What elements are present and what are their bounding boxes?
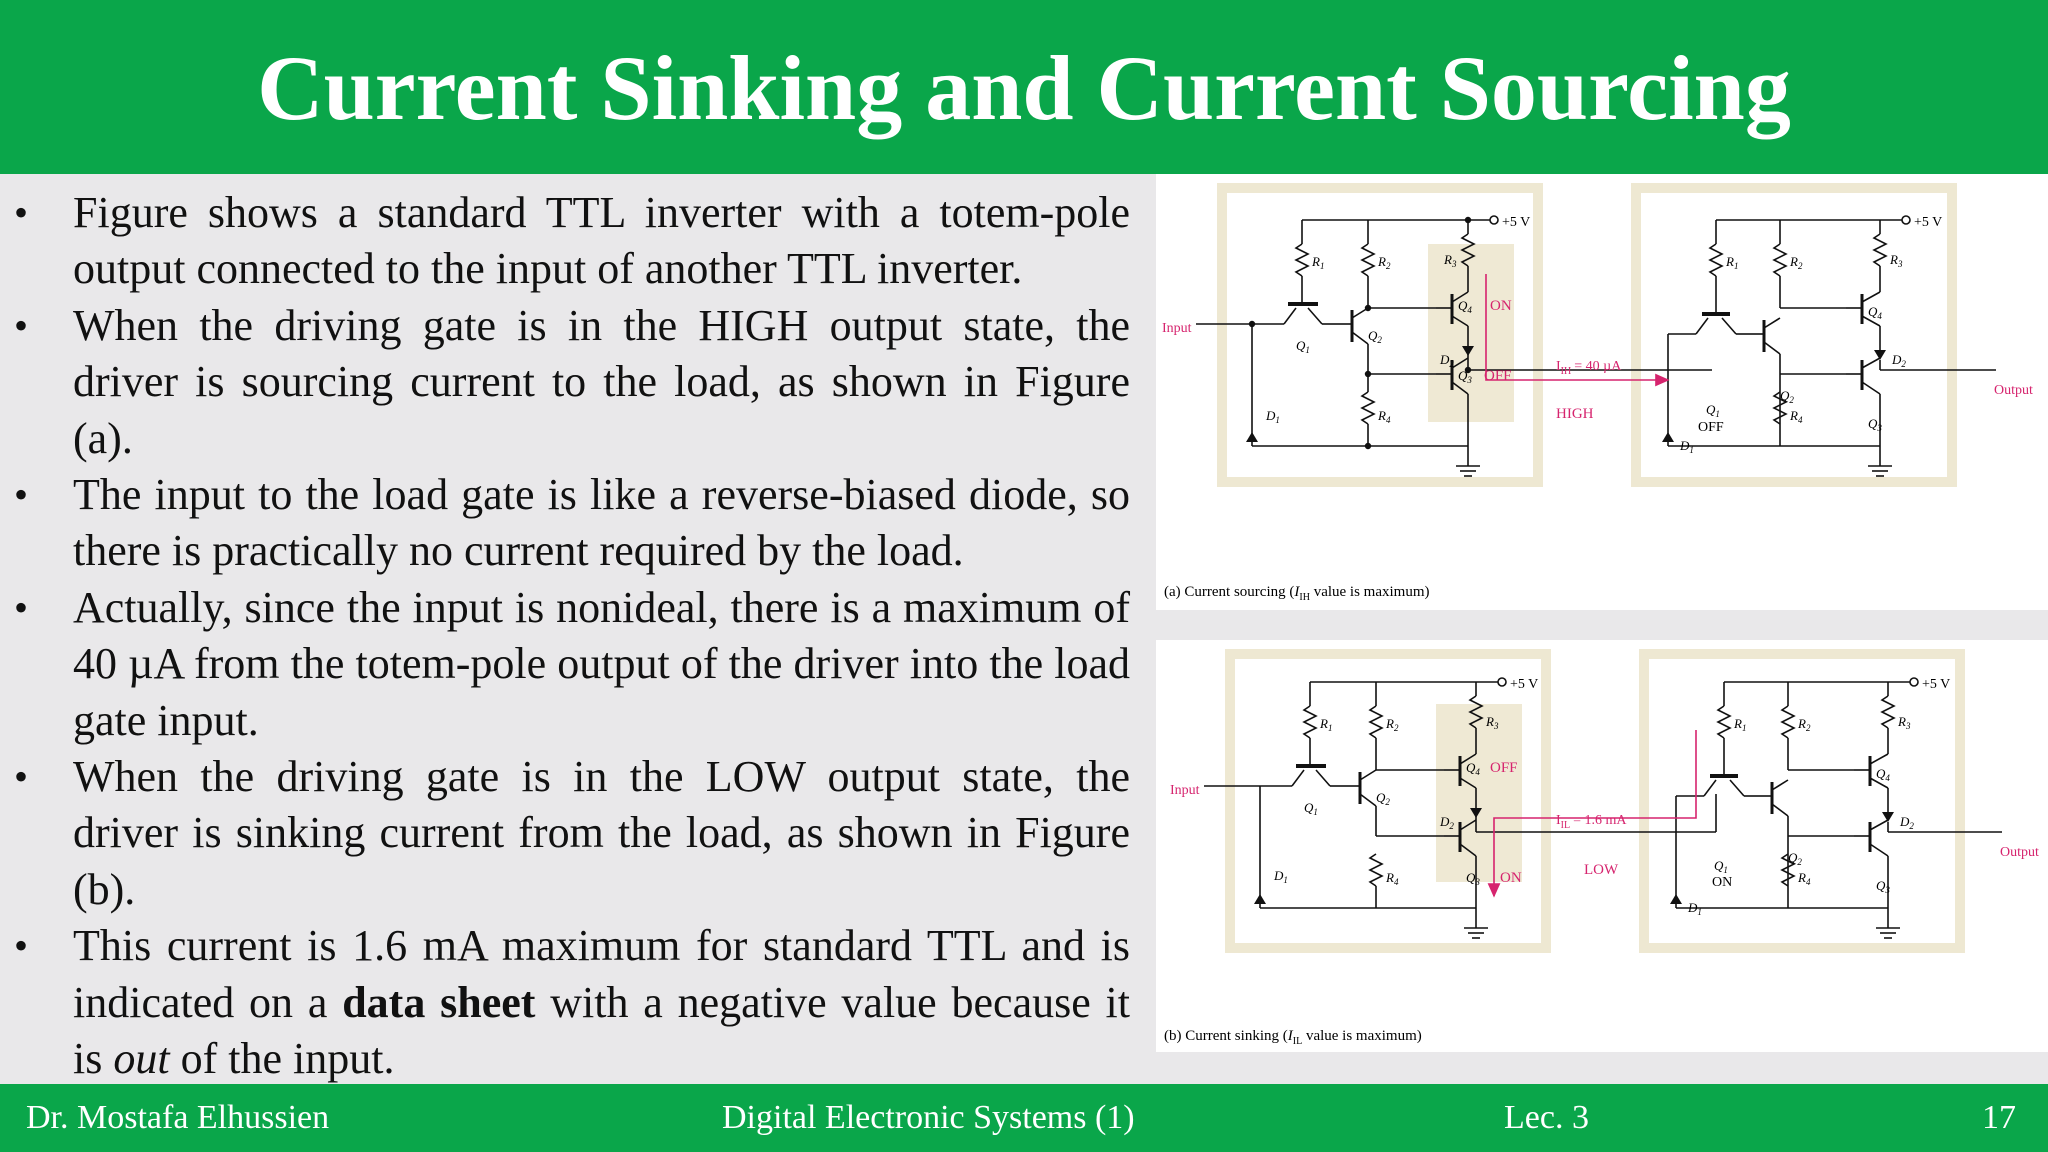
emphasis-italic: out xyxy=(113,1034,170,1084)
current-path-arrow xyxy=(1485,274,1670,387)
load-q1-state: ON xyxy=(1712,875,1732,890)
footer-lecture: Lec. 3 xyxy=(1504,1099,1589,1136)
bullet-item: •When the driving gate is in the HIGH ou… xyxy=(0,298,1130,467)
footer-author: Dr. Mostafa Elhussien xyxy=(26,1099,330,1136)
line-state: HIGH xyxy=(1556,406,1594,422)
q1-label: Q1 xyxy=(1304,800,1318,817)
bullet-dot-icon: • xyxy=(14,584,29,630)
q4-state: OFF xyxy=(1490,760,1518,776)
footer-page-number: 17 xyxy=(1982,1099,2016,1136)
footer-course: Digital Electronic Systems (1) xyxy=(722,1099,1135,1136)
r2-label: R2 xyxy=(1385,716,1399,733)
figure-a-panel: +5 V +5 V Input Output ON OFF HIGH OFF I… xyxy=(1156,174,2048,610)
q1-label: Q1 xyxy=(1714,858,1728,875)
bullet-item: •This current is 1.6 mA maximum for stan… xyxy=(0,918,1130,1087)
q4-state: ON xyxy=(1490,298,1512,314)
r1-label: R1 xyxy=(1319,716,1332,733)
q2-label: Q2 xyxy=(1376,790,1390,807)
r3-label: R3 xyxy=(1897,714,1911,731)
supply-label: +5 V xyxy=(1502,215,1530,230)
bullet-item: •The input to the load gate is like a re… xyxy=(0,467,1130,580)
q3-label: Q3 xyxy=(1466,870,1480,887)
bullet-dot-icon: • xyxy=(14,923,29,969)
r3-label: R3 xyxy=(1889,252,1903,269)
supply-label: +5 V xyxy=(1914,215,1942,230)
figure-b-schematic: +5 V +5 V Input Output OFF ON LOW ON IIL… xyxy=(1164,649,2039,1047)
d1-label: D1 xyxy=(1687,900,1702,917)
q2-label: Q2 xyxy=(1788,850,1802,867)
figure-a-caption: (a) Current sourcing (IIH value is maxim… xyxy=(1164,584,1430,603)
r2-label: R2 xyxy=(1789,254,1803,271)
r3-label: R3 xyxy=(1443,252,1457,269)
q4-label: Q4 xyxy=(1868,304,1882,321)
q1-label: Q1 xyxy=(1296,338,1310,355)
supply-label: +5 V xyxy=(1922,677,1950,692)
r3-label: R3 xyxy=(1485,714,1499,731)
load-gate-frame xyxy=(1631,183,1957,487)
q3-label: Q3 xyxy=(1868,416,1882,433)
r4-label: R4 xyxy=(1385,870,1399,887)
totem-pole-highlight xyxy=(1428,244,1514,422)
r4-label: R4 xyxy=(1789,408,1803,425)
footer-bar: Dr. Mostafa Elhussien Digital Electronic… xyxy=(0,1084,2048,1152)
r2-label: R2 xyxy=(1797,716,1811,733)
line-state: LOW xyxy=(1584,862,1619,878)
slide-title: Current Sinking and Current Sourcing xyxy=(257,37,1791,139)
q1-label: Q1 xyxy=(1706,402,1720,419)
output-label: Output xyxy=(1994,383,2033,398)
q3-state: OFF xyxy=(1484,368,1512,384)
bullet-item: •When the driving gate is in the LOW out… xyxy=(0,749,1130,918)
bullet-list: •Figure shows a standard TTL inverter wi… xyxy=(0,185,1130,1088)
q4-label: Q4 xyxy=(1876,766,1890,783)
input-label: Input xyxy=(1162,321,1192,336)
r1-label: R1 xyxy=(1311,254,1324,271)
load-gate-frame xyxy=(1639,649,1965,953)
d2-label: D2 xyxy=(1899,814,1914,831)
q4-label: Q4 xyxy=(1466,760,1480,777)
figure-b-panel: +5 V +5 V Input Output OFF ON LOW ON IIL… xyxy=(1156,640,2048,1052)
r1-label: R1 xyxy=(1725,254,1738,271)
q4-label: Q4 xyxy=(1458,298,1472,315)
bullet-dot-icon: • xyxy=(14,190,29,235)
bullet-dot-icon: • xyxy=(14,754,29,800)
d1-label: D1 xyxy=(1679,438,1694,455)
figure-a-schematic: +5 V +5 V Input Output ON OFF HIGH OFF I… xyxy=(1162,183,2033,603)
bullet-item: •Actually, since the input is nonideal, … xyxy=(0,580,1130,749)
bullet-item: •Figure shows a standard TTL inverter wi… xyxy=(0,185,1130,298)
current-label: IIH= 40 µA xyxy=(1556,359,1622,377)
output-label: Output xyxy=(2000,845,2039,860)
driver-gate-frame xyxy=(1217,183,1543,487)
q2-label: Q2 xyxy=(1780,388,1794,405)
r4-label: R4 xyxy=(1377,408,1391,425)
d1-label: D1 xyxy=(1273,868,1288,885)
r2-label: R2 xyxy=(1377,254,1391,271)
q3-state: ON xyxy=(1500,870,1522,886)
load-q1-state: OFF xyxy=(1698,420,1724,435)
text-panel xyxy=(0,174,1156,1084)
input-label: Input xyxy=(1170,783,1200,798)
d2-label: D2 xyxy=(1891,352,1906,369)
q2-label: Q2 xyxy=(1368,328,1382,345)
d1-label: D1 xyxy=(1265,408,1280,425)
d2-label: D2 xyxy=(1439,814,1454,831)
emphasis-bold: data sheet xyxy=(342,977,536,1027)
q3-label: Q3 xyxy=(1876,878,1890,895)
title-bar: Current Sinking and Current Sourcing xyxy=(0,0,2048,174)
supply-label: +5 V xyxy=(1510,677,1538,692)
current-symbol: I xyxy=(1556,813,1561,828)
bullet-dot-icon: • xyxy=(14,302,29,348)
r1-label: R1 xyxy=(1733,716,1746,733)
figure-b-caption: (b) Current sinking (IIL value is maximu… xyxy=(1164,1028,1422,1047)
current-label: IIL= 1.6 mA xyxy=(1556,813,1627,831)
bullet-dot-icon: • xyxy=(14,472,29,518)
q3-label: Q3 xyxy=(1458,368,1472,385)
r4-label: R4 xyxy=(1797,870,1811,887)
d2-label: D2 xyxy=(1439,352,1454,369)
current-path-arrow xyxy=(1487,730,1697,898)
totem-pole-highlight xyxy=(1436,704,1522,882)
driver-gate-frame xyxy=(1225,649,1551,953)
current-symbol: I xyxy=(1556,359,1561,374)
